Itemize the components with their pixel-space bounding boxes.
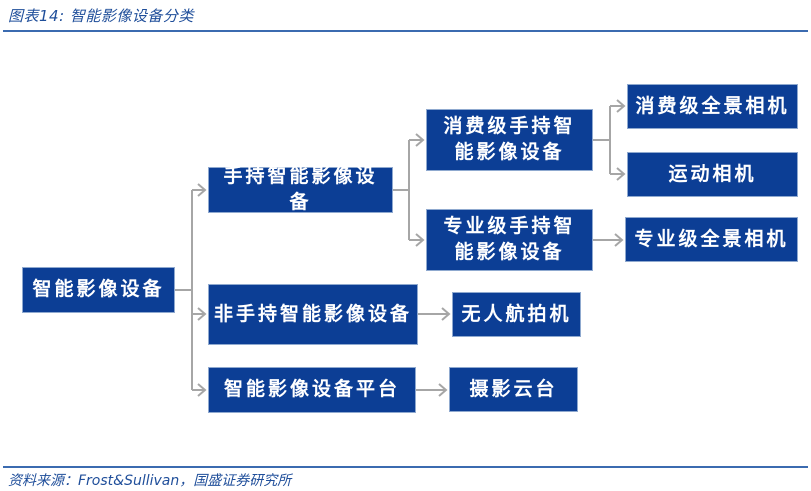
header-divider	[3, 30, 808, 32]
connector-root-trunk	[175, 190, 193, 390]
node-gimbal: 摄影云台	[449, 367, 578, 412]
arrow-head-pro-panoramic	[614, 233, 624, 247]
footer-divider	[3, 466, 808, 468]
node-action-camera: 运动相机	[627, 152, 798, 197]
arrow-head-action-camera	[616, 167, 626, 181]
arrow-head-drone	[441, 307, 451, 321]
node-consumer-panoramic: 消费级全景相机	[627, 84, 798, 129]
connector-handheld-trunk	[393, 140, 410, 240]
arrow-head-gimbal	[438, 383, 448, 397]
figure-title: 图表14: 智能影像设备分类	[8, 7, 194, 25]
arrow-head-non-handheld	[197, 307, 207, 321]
node-drone: 无人航拍机	[452, 292, 581, 337]
arrow-head-handheld	[197, 183, 207, 197]
source-note: 资料来源：Frost&Sullivan，国盛证券研究所	[8, 473, 292, 489]
node-pro-handheld: 专业级手持智能影像设备	[426, 209, 593, 271]
node-consumer-handheld: 消费级手持智能影像设备	[426, 109, 593, 171]
connector-consumer-trunk	[593, 106, 611, 174]
arrow-head-consumer-panoramic	[616, 99, 626, 113]
arrow-head-consumer-handheld	[415, 133, 425, 147]
arrow-head-pro-handheld	[415, 233, 425, 247]
arrow-head-platform	[197, 383, 207, 397]
node-root: 智能影像设备	[22, 267, 175, 313]
node-non-handheld: 非手持智能影像设备	[208, 284, 418, 345]
node-platform: 智能影像设备平台	[208, 367, 416, 413]
node-handheld: 手持智能影像设备	[208, 165, 393, 213]
node-pro-panoramic: 专业级全景相机	[625, 217, 798, 262]
